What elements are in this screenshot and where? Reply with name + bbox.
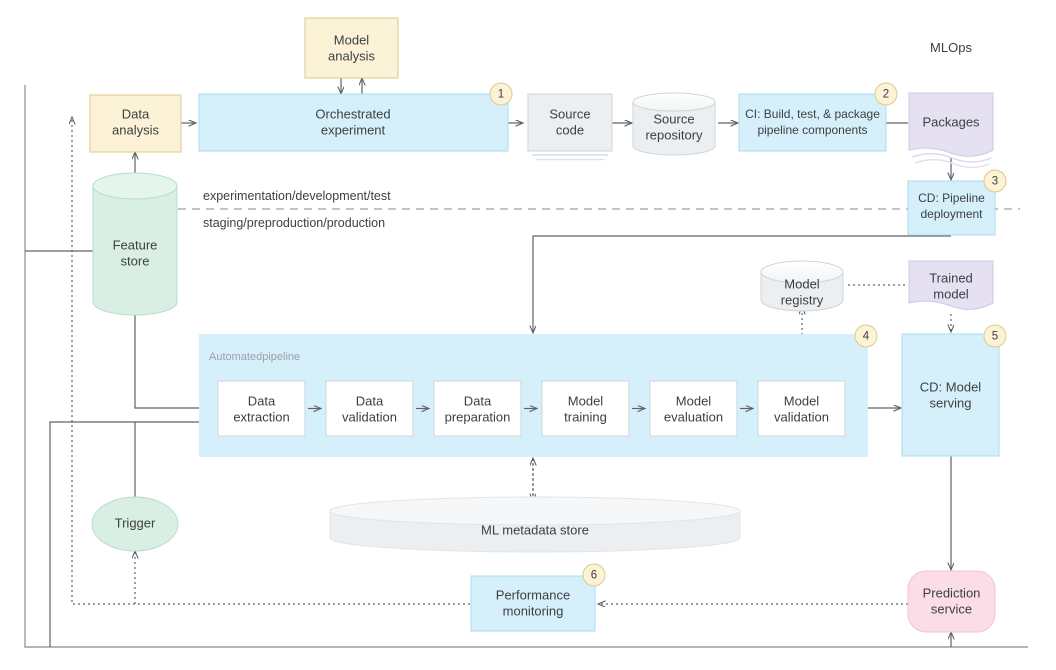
badge-3[interactable] xyxy=(983,169,1007,193)
badge-1[interactable] xyxy=(489,82,513,106)
pipeline-step-1-label-2: extraction xyxy=(233,409,289,424)
model-registry-label-2: registry xyxy=(781,292,824,307)
model-registry-label-1: Model xyxy=(784,276,820,291)
pipeline-step-1[interactable] xyxy=(217,380,306,437)
node-packages[interactable]: Packages xyxy=(908,92,994,169)
prediction-service-label-1: Prediction xyxy=(923,585,981,600)
outer-frame xyxy=(24,85,1028,648)
feature-store-label-2: store xyxy=(121,253,150,268)
pipeline-step-5-label-2: evaluation xyxy=(664,409,723,424)
pipeline-step-4-label-1: Model xyxy=(568,393,604,408)
cd-model-serving-label-1: CD: Model xyxy=(920,379,982,394)
node-trained-model[interactable]: Trained model xyxy=(908,260,994,310)
edge-cd-pipeline-to-automated-pipeline xyxy=(533,235,951,333)
trained-model-label-1: Trained xyxy=(929,270,973,285)
badge-4[interactable] xyxy=(854,324,878,348)
node-model-registry[interactable]: Model registry xyxy=(760,260,844,312)
pipeline-step-5-label-1: Model xyxy=(676,393,712,408)
trained-model-label-2: model xyxy=(933,286,969,301)
pipeline-step-2-label-1: Data xyxy=(356,393,384,408)
pipeline-step-5[interactable] xyxy=(649,380,738,437)
feature-store-label-1: Feature xyxy=(113,237,158,252)
node-orchestrated-experiment[interactable]: Orchestrated experiment xyxy=(198,93,509,152)
cd-pipeline-label-1: CD: Pipeline xyxy=(918,191,985,205)
performance-monitoring-label-1: Performance xyxy=(496,587,570,602)
pipeline-step-3[interactable] xyxy=(433,380,522,437)
pipeline-step-1-label-1: Data xyxy=(248,393,276,408)
edge-frame-to-pipeline xyxy=(49,422,216,647)
badge-5-label: 5 xyxy=(992,331,998,343)
model-analysis-label-2: analysis xyxy=(328,48,375,63)
pipeline-step-2[interactable] xyxy=(325,380,414,437)
ci-build-label-2: pipeline components xyxy=(757,123,867,137)
source-repository-label-2: repository xyxy=(645,127,703,142)
source-repository-label-1: Source xyxy=(653,111,694,126)
pipeline-step-6-label-1: Model xyxy=(784,393,820,408)
node-source-repository[interactable]: Source repository xyxy=(632,92,716,156)
band-label-experimentation: experimentation/development/test xyxy=(203,189,391,203)
badge-1-label: 1 xyxy=(498,89,504,101)
node-trigger[interactable]: Trigger xyxy=(91,496,179,552)
packages-label: Packages xyxy=(922,114,980,129)
band-label-staging: staging/preproduction/production xyxy=(203,216,385,230)
badge-5[interactable] xyxy=(983,324,1007,348)
badge-2-label: 2 xyxy=(883,89,889,101)
node-cd-model-serving[interactable]: CD: Model serving xyxy=(901,333,1000,457)
source-code-label-2: code xyxy=(556,122,584,137)
badge-6[interactable] xyxy=(582,563,606,587)
badge-3-label: 3 xyxy=(992,176,998,188)
data-analysis-label-2: analysis xyxy=(112,122,159,137)
badge-6-label: 6 xyxy=(591,570,597,582)
cd-model-serving-label-2: serving xyxy=(930,395,972,410)
pipeline-step-3-label-1: Data xyxy=(464,393,492,408)
automated-pipeline-label: Automatedpipeline xyxy=(209,351,300,363)
pipeline-step-6[interactable] xyxy=(757,380,846,437)
page-title: MLOps xyxy=(930,40,972,55)
node-performance-monitoring[interactable]: Performance monitoring xyxy=(470,575,596,632)
orchestrated-experiment-label-2: experiment xyxy=(321,122,386,137)
source-code-label-1: Source xyxy=(549,106,590,121)
trigger-label: Trigger xyxy=(115,515,156,530)
badge-4-label: 4 xyxy=(863,331,870,343)
pipeline-step-6-label-2: validation xyxy=(774,409,829,424)
pipeline-step-4-label-2: training xyxy=(564,409,607,424)
cd-pipeline-label-2: deployment xyxy=(920,207,983,221)
node-data-analysis[interactable]: Data analysis xyxy=(89,94,182,153)
orchestrated-experiment-label-1: Orchestrated xyxy=(315,106,390,121)
data-analysis-label-1: Data xyxy=(122,106,150,121)
node-source-code[interactable]: Source code xyxy=(527,93,613,161)
node-ml-metadata-store[interactable]: ML metadata store xyxy=(329,496,741,553)
badge-2[interactable] xyxy=(874,82,898,106)
pipeline-step-4[interactable] xyxy=(541,380,630,437)
performance-monitoring-label-2: monitoring xyxy=(503,603,564,618)
step-badges: 1 2 3 4 5 6 xyxy=(489,82,1007,587)
node-cd-pipeline-deployment[interactable]: CD: Pipeline deployment xyxy=(907,180,996,236)
ci-build-label-1: CI: Build, test, & package xyxy=(745,107,880,121)
prediction-service-label-2: service xyxy=(931,601,972,616)
node-prediction-service[interactable]: Prediction service xyxy=(907,570,996,633)
pipeline-step-3-label-2: preparation xyxy=(445,409,511,424)
pipeline-step-2-label-2: validation xyxy=(342,409,397,424)
node-feature-store[interactable]: Feature store xyxy=(92,172,178,316)
pipeline-steps: DataextractionDatavalidationDatapreparat… xyxy=(217,380,846,437)
ml-metadata-store-label: ML metadata store xyxy=(481,522,589,537)
edge-feature-store-to-pipeline xyxy=(134,315,216,408)
node-model-analysis[interactable]: Model analysis xyxy=(304,17,399,79)
automated-pipeline-group: Automatedpipeline xyxy=(199,334,868,457)
node-ci-build[interactable]: CI: Build, test, & package pipeline comp… xyxy=(738,93,887,152)
model-analysis-label-1: Model xyxy=(334,32,370,47)
